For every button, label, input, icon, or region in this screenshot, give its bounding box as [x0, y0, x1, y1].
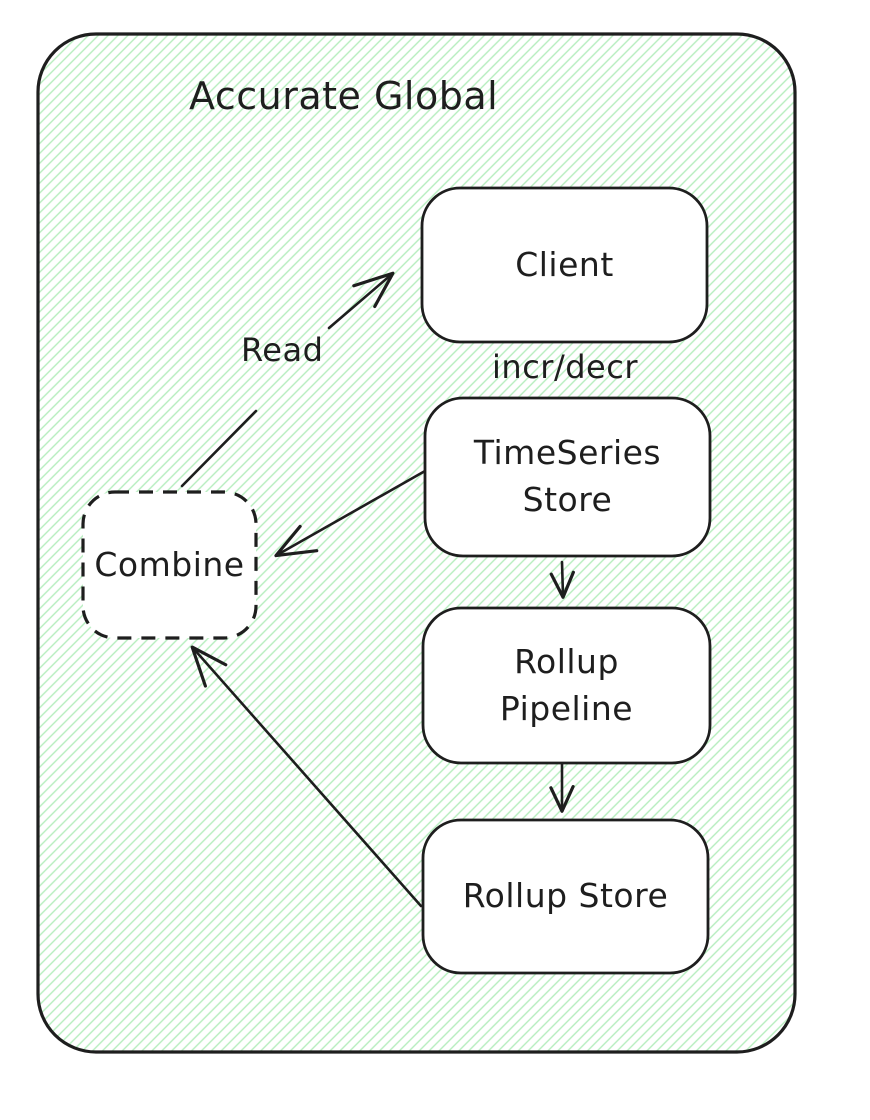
node-timeseries-store-label: TimeSeries Store	[473, 433, 662, 519]
edge-label-read: Read	[241, 331, 324, 369]
node-combine-shape	[81, 490, 258, 640]
node-rollup-pipeline-label: Rollup Pipeline	[499, 641, 634, 728]
node-rollup-store-label: Rollup Store	[462, 876, 669, 916]
node-timeseries-store-shape	[423, 396, 712, 558]
edge-timeseries-to-rollup-pipeline-arrow	[549, 560, 575, 599]
edge-timeseries-to-combine-arrow	[274, 469, 427, 558]
edge-rollup-store-to-combine-arrow	[190, 645, 423, 908]
edge-label-incr-decr: incr/decr	[492, 348, 638, 386]
node-rollup-store-shape	[421, 818, 710, 975]
node-client-shape	[420, 186, 709, 344]
node-client-label: Client	[515, 244, 614, 284]
node-rollup-pipeline-shape	[421, 606, 712, 765]
edge-read-arrow	[180, 274, 392, 488]
node-combine-label: Combine	[94, 544, 245, 584]
frame-title: Accurate Global	[189, 74, 499, 118]
